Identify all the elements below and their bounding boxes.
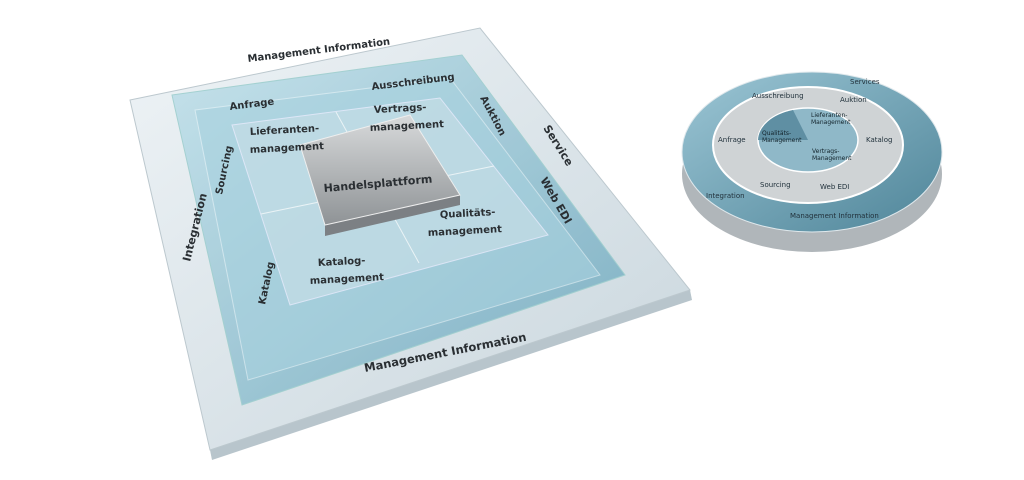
label-vertrags: Vertrags- — [374, 102, 427, 116]
square-platform-diagram: Management Information Ausschreibung Anf… — [129, 27, 692, 460]
circle-label-integration: Integration — [706, 192, 745, 200]
circle-label-katalog: Katalog — [866, 136, 893, 144]
label-qualitaets-management: management — [428, 224, 503, 239]
label-lieferanten-management: management — [250, 141, 325, 156]
center-block — [299, 114, 461, 226]
circle-label-web-edi: Web EDI — [820, 183, 850, 191]
circle-label-ausschreibung: Ausschreibung — [752, 92, 804, 100]
circle-label-anfrage: Anfrage — [718, 136, 746, 144]
circle-label-auktion: Auktion — [840, 96, 867, 104]
circle-label-vertrags-management: Vertrags-Management — [812, 148, 852, 162]
label-lieferanten: Lieferanten- — [250, 123, 320, 138]
center-block-side — [325, 195, 460, 236]
label-katalog-management: management — [310, 272, 385, 287]
label-katalog: Katalog- — [318, 256, 366, 269]
label-anfrage: Anfrage — [229, 97, 275, 113]
circle-label-services: Services — [850, 78, 880, 86]
label-qualitaets: Qualitäts- — [440, 207, 496, 221]
disc-core-segment — [758, 110, 808, 140]
circle-label-lieferanten-management: Lieferanten-Management — [811, 112, 851, 126]
circle-label-sourcing: Sourcing — [760, 181, 791, 189]
label-vertrags-management: management — [370, 119, 445, 134]
outer-slab-edge — [210, 290, 692, 460]
circle-diagram — [681, 71, 943, 252]
circle-label-qualitaets-management: Qualitäts-Management — [762, 130, 802, 144]
circle-label-management-information: Management Information — [790, 212, 879, 220]
